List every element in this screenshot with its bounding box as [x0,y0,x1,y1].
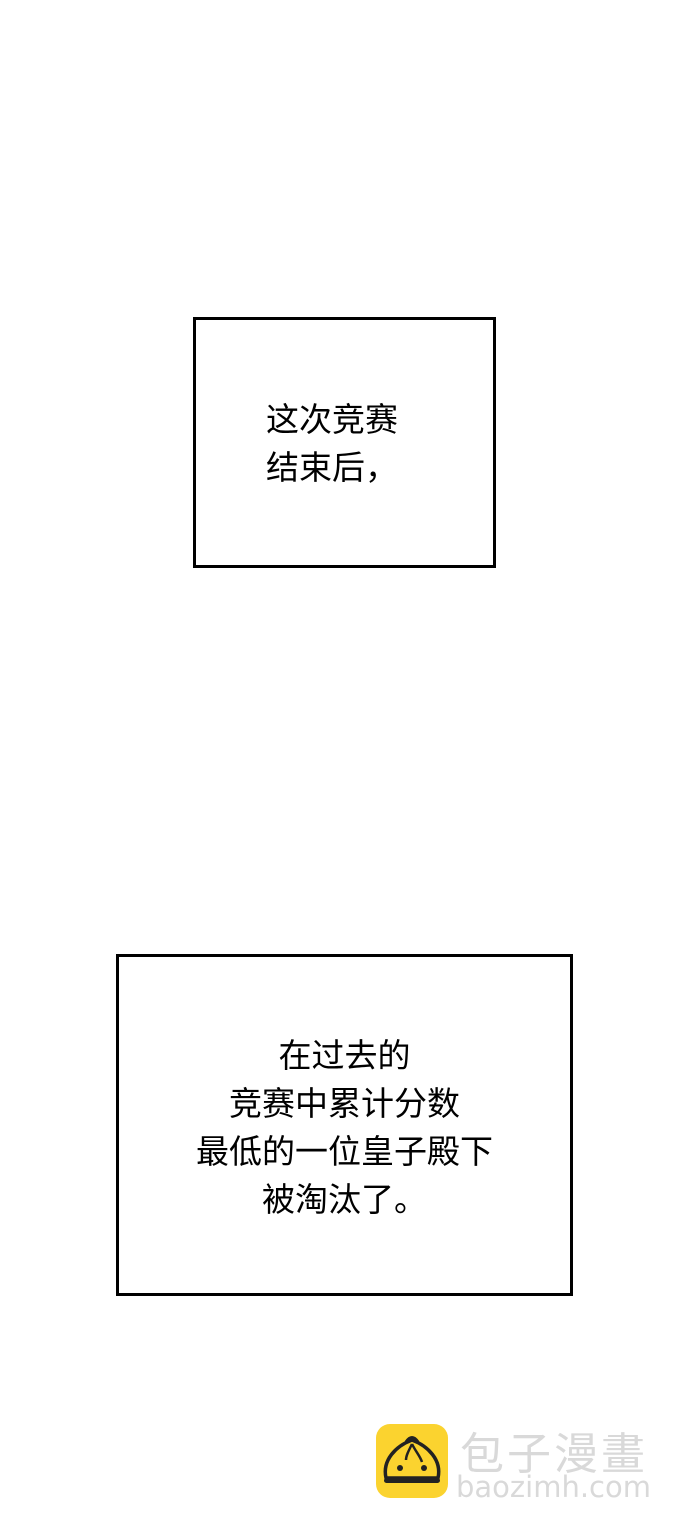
caption-line: 竞赛中累计分数 [229,1084,460,1123]
caption-box-2: 在过去的 竞赛中累计分数 最低的一位皇子殿下 被淘汰了。 [116,954,573,1296]
brand-name-cn: 包子漫畫 [460,1429,648,1480]
caption-line: 被淘汰了。 [262,1180,427,1219]
caption-line: 最低的一位皇子殿下 [196,1132,493,1171]
bun-logo-icon [376,1424,448,1498]
caption-line: 这次竞赛 [266,400,398,439]
watermark-logo: 包子漫畫 baozimh.com [376,1424,666,1506]
caption-box-1: 这次竞赛 结束后， [193,317,496,568]
caption-line: 在过去的 [278,1036,411,1075]
brand-name-en: baozimh.com [456,1470,651,1504]
caption-line: 结束后， [266,448,398,487]
